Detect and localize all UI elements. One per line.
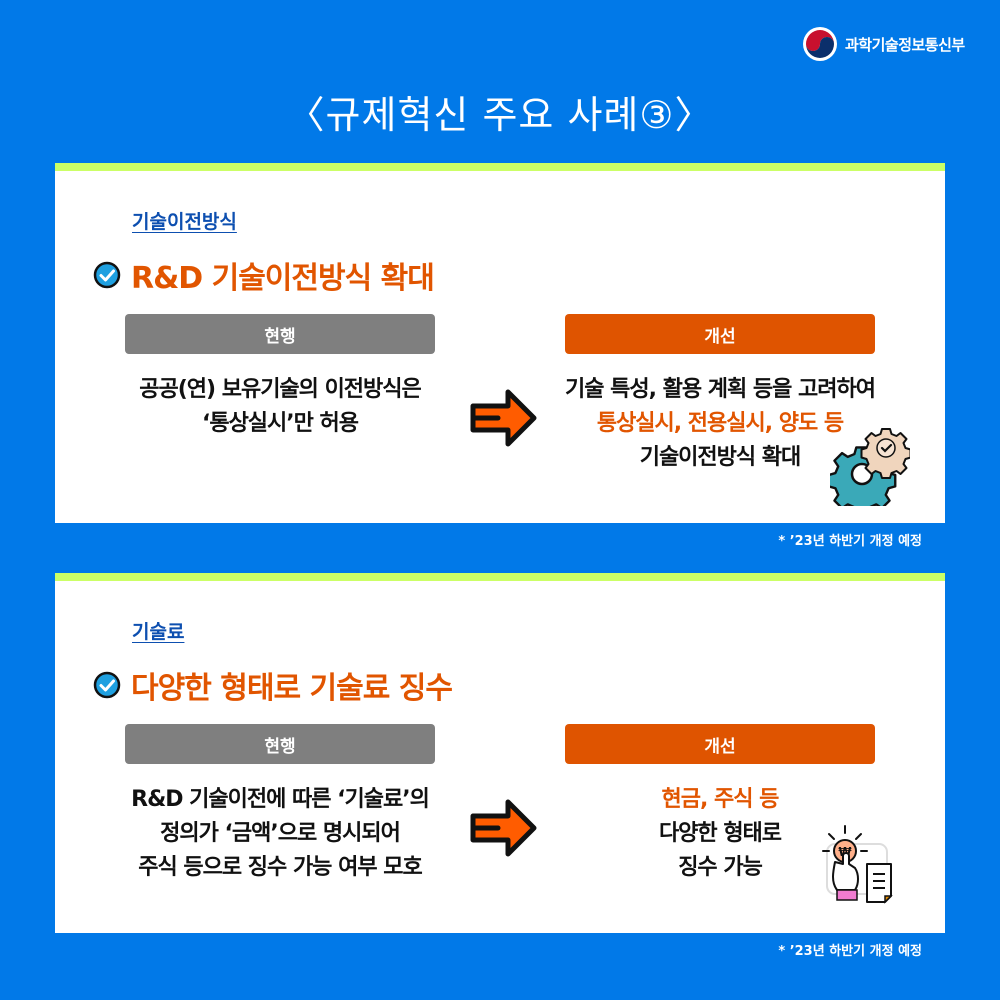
case-card-tech-transfer: 기술이전방식 R&D 기술이전방식 확대 현행 개선 공공(연) 보유기술의 이… [55,163,945,523]
taegeuk-emblem-icon [803,27,837,61]
case-heading: 다양한 형태로 기술료 징수 [93,663,453,707]
page-title: 〈규제혁신 주요 사례③〉 [286,93,714,137]
check-circle-icon [93,671,121,699]
current-label: 현행 [125,314,435,354]
hand-coin-document-icon: ₩ [822,825,893,904]
right-arrow-icon [470,389,537,447]
improved-description: 현금, 주식 등 다양한 형태로 징수 가능 [658,787,782,880]
ministry-logo: 과학기술정보통신부 [803,27,965,61]
case-card-royalty: 기술료 다양한 형태로 기술료 징수 현행 개선 R&D 기술이전에 따른 ‘기… [55,573,945,933]
improved-label: 개선 [565,724,875,764]
current-description: 공공(연) 보유기술의 이전방식은 ‘통상실시’만 허용 [139,377,422,436]
case-heading-text: R&D 기술이전방식 확대 [131,261,435,296]
case-category: 기술료 [132,621,185,643]
improved-label: 개선 [565,314,875,354]
check-circle-icon [93,261,121,289]
case-heading: R&D 기술이전방식 확대 [93,253,435,297]
gear-check-icon [830,428,910,506]
revision-note: * ’23년 하반기 개정 예정 [778,534,922,549]
right-arrow-icon [470,799,537,857]
current-label: 현행 [125,724,435,764]
ministry-name: 과학기술정보통신부 [845,35,965,54]
case-category: 기술이전방식 [132,211,237,233]
revision-note: * ’23년 하반기 개정 예정 [778,944,922,959]
case-heading-text: 다양한 형태로 기술료 징수 [131,671,453,706]
improved-description: 기술 특성, 활용 계획 등을 고려하여 통상실시, 전용실시, 양도 등 기술… [564,377,876,470]
current-description: R&D 기술이전에 따른 ‘기술료’의 정의가 ‘금액’으로 명시되어 주식 등… [131,787,430,880]
